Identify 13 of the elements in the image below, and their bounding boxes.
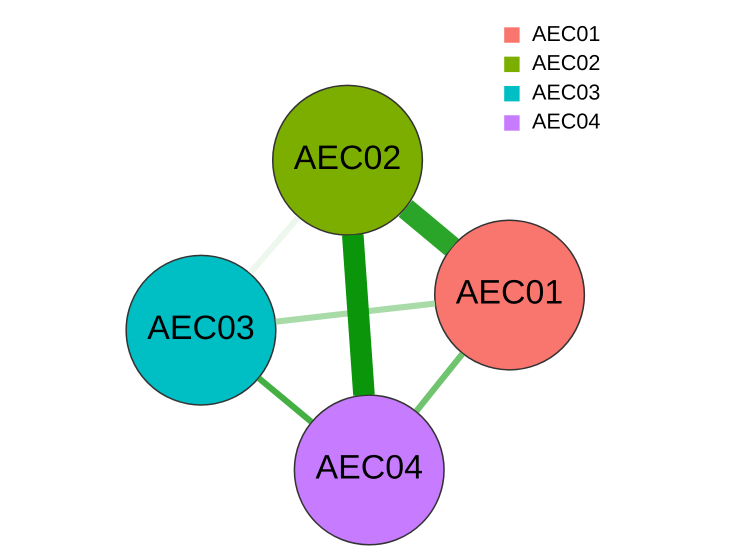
legend-label: AEC01 bbox=[531, 20, 600, 46]
node-circle: AEC02 bbox=[271, 84, 423, 236]
legend-label: AEC03 bbox=[531, 79, 600, 104]
connector bbox=[247, 215, 300, 276]
legend-label: AEC04 bbox=[531, 108, 600, 134]
connector bbox=[256, 376, 313, 424]
connector bbox=[398, 200, 458, 256]
node-circle: AEC03 bbox=[124, 254, 276, 406]
connector bbox=[414, 352, 464, 414]
node-circle: AEC04 bbox=[293, 394, 444, 546]
connector bbox=[274, 300, 435, 325]
node-circle: AEC01 bbox=[433, 219, 585, 371]
legend-label: AEC02 bbox=[531, 50, 600, 76]
